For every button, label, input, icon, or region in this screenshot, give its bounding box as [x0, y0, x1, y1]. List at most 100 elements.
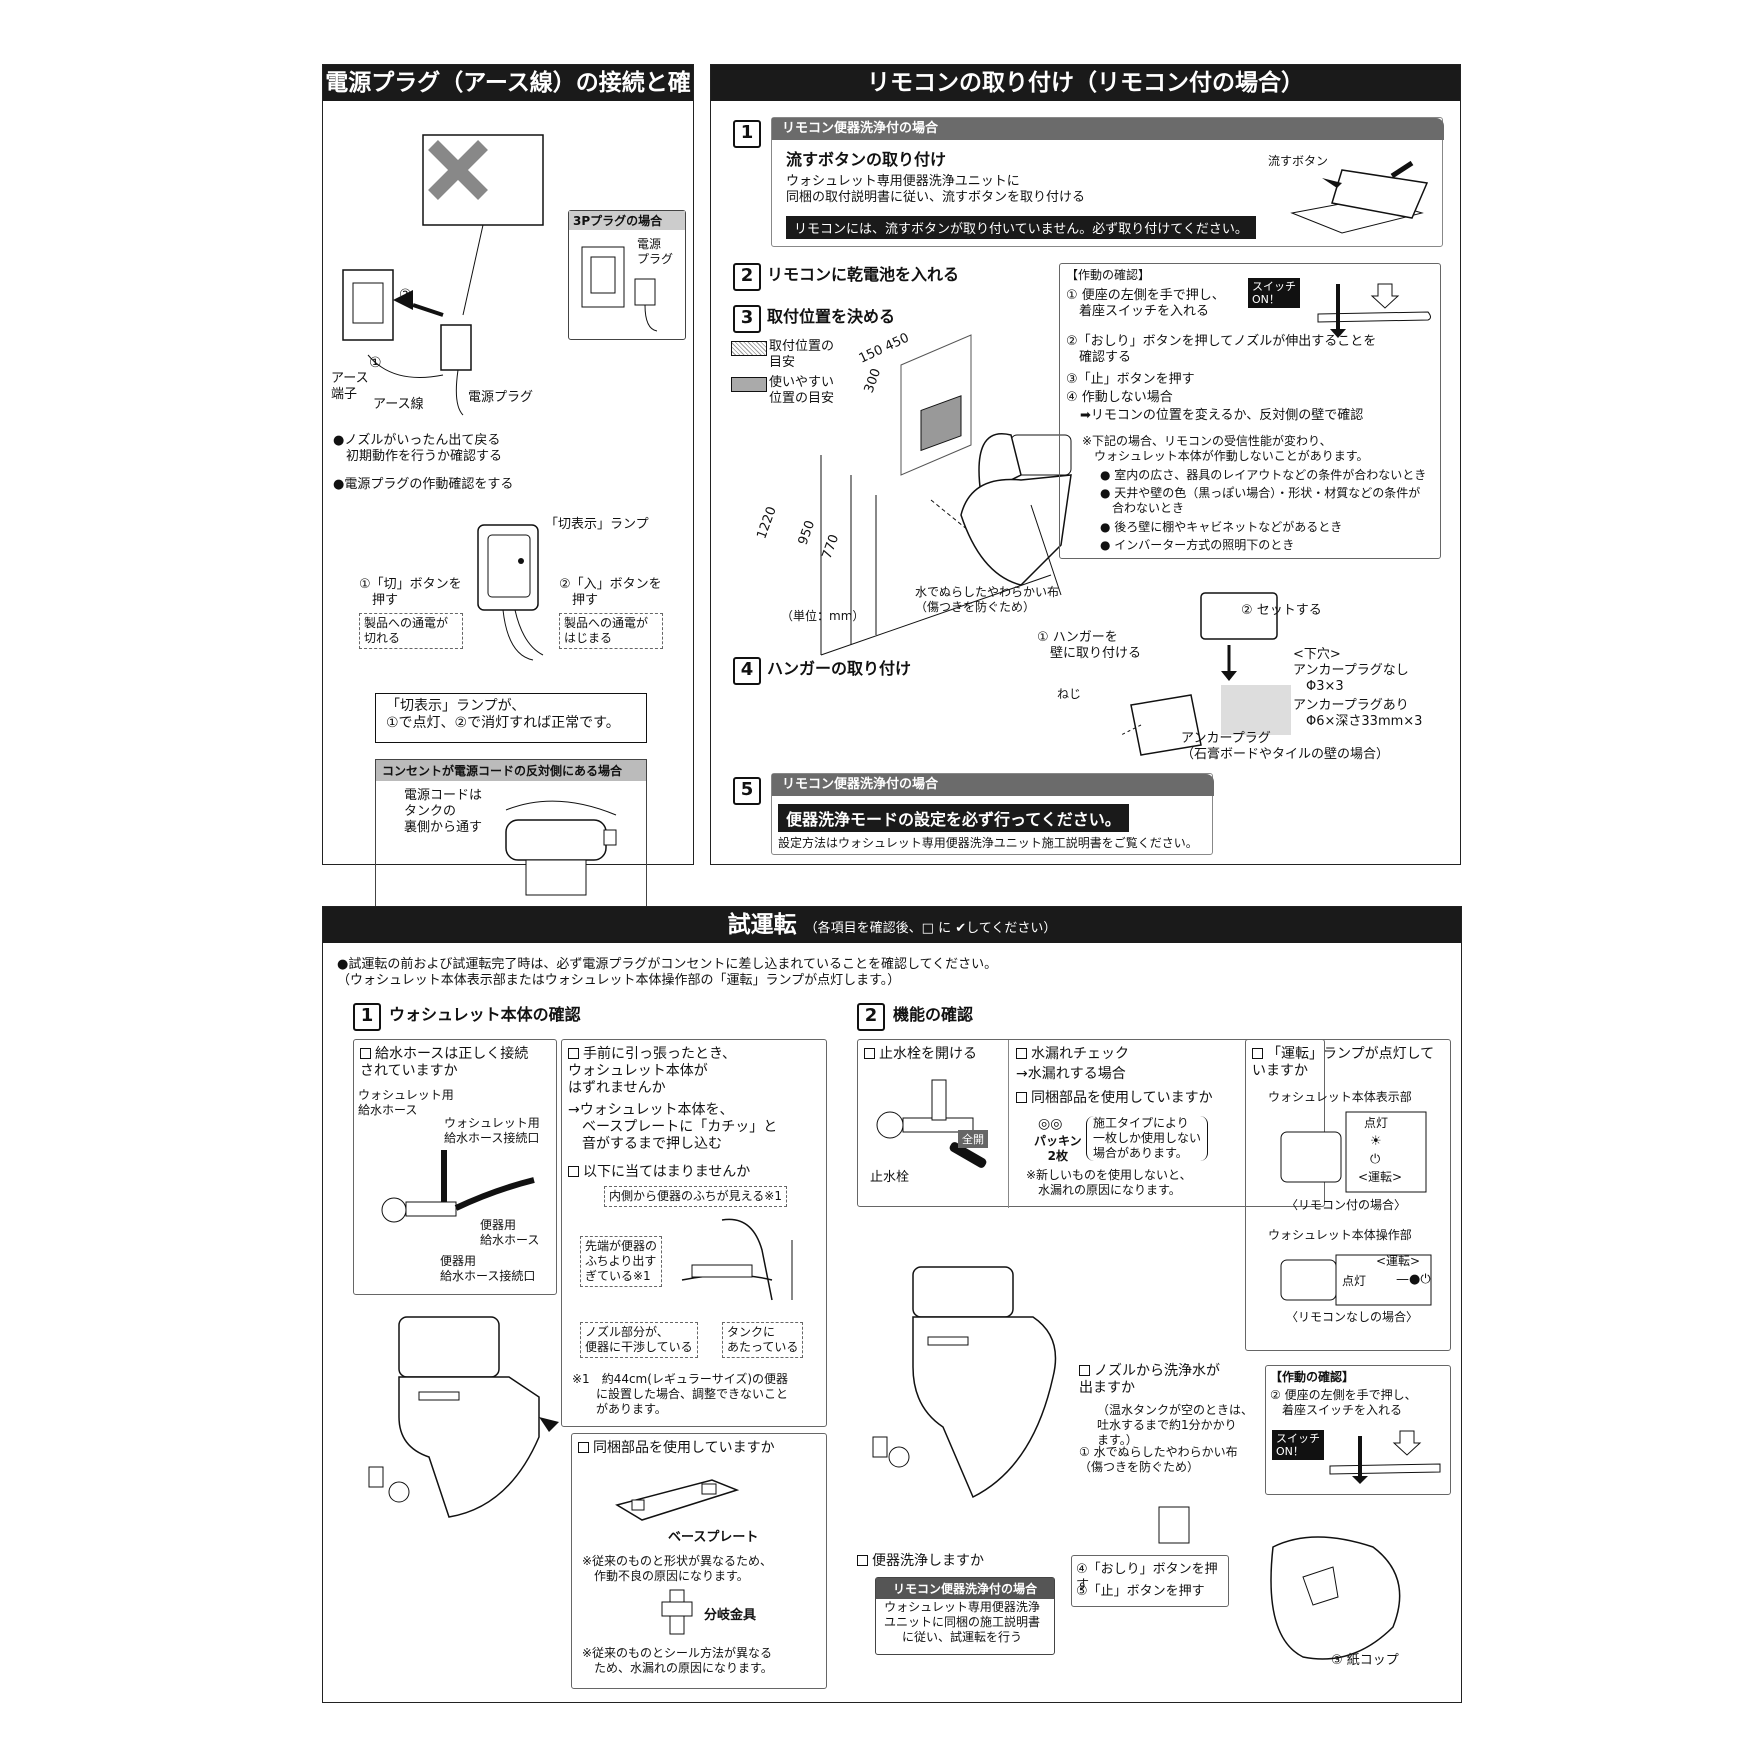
leak-question-text: 水漏れチェック [1031, 1046, 1129, 1062]
lower-hole-spec: <下穴> アンカープラグなし Φ3×3 [1293, 647, 1409, 694]
leak-check-question: 水漏れチェック [1016, 1046, 1129, 1063]
detach-question-text: 手前に引っ張ったとき、 ウォシュレット本体が はずれませんか [568, 1046, 737, 1096]
nozzle-operation-step-2: ② 便座の左側を手で押し、 着座スイッチを入れる [1270, 1388, 1417, 1417]
flush-mode-note: 設定方法はウォシュレット専用便器洗浄ユニット施工説明書をご覧ください。 [778, 836, 1198, 850]
detach-check-question: 手前に引っ張ったとき、 ウォシュレット本体が はずれませんか [568, 1046, 736, 1097]
toilet-illustration-left [368, 1316, 559, 1518]
toilet-illustration-right [872, 1266, 1057, 1499]
base-plate-label: ベースプレート [668, 1530, 759, 1545]
trial-run-panel: 試運転 （各項目を確認後、□ に ✔してください） ●試運転の前および試運転完了… [322, 906, 1462, 1703]
tank-cord-illustration [505, 800, 617, 896]
with-remote-label: 〈リモコン付の場合〉 [1286, 1198, 1407, 1212]
earth-terminal-label: アース 端子 [331, 371, 369, 402]
washlet-hose-label: ウォシュレット用 給水ホース [358, 1088, 454, 1117]
included-parts-question-2: 同梱部品を使用していますか [1016, 1090, 1213, 1107]
remote-step-2-number: 2 [733, 263, 761, 291]
plug-lamp-illustration [477, 524, 544, 661]
stop-button-step: ⑤「止」ボタンを押す [1076, 1584, 1205, 1599]
bullet-initial-operation: ●ノズルがいったん出て戻る 初期動作を行うか確認する [333, 433, 503, 464]
power-plug-label: 電源プラグ [468, 390, 534, 405]
nozzle-seat-press-illustration [1329, 1430, 1441, 1484]
screw-label: ねじ [1057, 687, 1082, 701]
branch-fitting-illustration [661, 1589, 693, 1635]
install-position-illustration [820, 334, 1052, 656]
step-2-marker: ② [399, 287, 412, 303]
display-unten-label: <運転> [1358, 1170, 1403, 1184]
reception-note: ※下記の場合、リモコンの受信性能が変わり、 ウォシュレット本体が作動しないことが… [1082, 434, 1369, 463]
remote-step-1-bar: リモコン便器洗浄付の場合 [772, 118, 1444, 140]
operation-step-2: ②「おしり」ボタンを押してノズルが伸出することを 確認する [1066, 334, 1377, 365]
nozzle-checkbox[interactable] [1079, 1365, 1090, 1376]
detach-checkbox[interactable] [568, 1048, 579, 1059]
new-parts-note: ※新しいものを使用しないと、 水漏れの原因になります。 [1026, 1168, 1192, 1197]
hanger-step-2: ② セットする [1241, 603, 1322, 618]
opposite-outlet-box: コンセントが電源コードの反対側にある場合 電源コードは タンクの 裏側から通す [375, 759, 647, 907]
remote-step-1-number: 1 [733, 120, 761, 148]
nozzle-question-text: ノズルから洗浄水が 出ますか [1079, 1363, 1220, 1396]
fit-illustration [681, 1218, 793, 1301]
valve-question: 止水栓を開ける [864, 1046, 977, 1063]
operation-unit-label: ウォシュレット本体操作部 [1268, 1228, 1412, 1242]
body-check-heading: ウォシュレット本体の確認 [389, 1005, 581, 1024]
nozzle-operation-box: 【作動の確認】 ② 便座の左側を手で押し、 着座スイッチを入れる スイッチ ON… [1265, 1365, 1451, 1495]
operation-step-3: ③「止」ボタンを押す [1066, 372, 1195, 387]
seat-press-illustration [1317, 283, 1431, 338]
display-unit-illustration [1280, 1111, 1427, 1193]
included-parts-question-text-2: 同梱部品を使用していますか [1031, 1090, 1213, 1106]
included-parts-checkbox-2[interactable] [1016, 1092, 1027, 1103]
lamp-checkbox[interactable] [1252, 1048, 1263, 1059]
leak-checkbox[interactable] [1016, 1048, 1027, 1059]
power-plug-panel: 電源プラグ（アース線）の接続と確認 ② ① アース 端子 アース線 電源プラグ … [322, 64, 694, 907]
included-parts-question-text-1: 同梱部品を使用していますか [593, 1440, 775, 1456]
branch-fitting-label: 分岐金具 [704, 1608, 757, 1623]
hanger-illustration [1120, 592, 1291, 756]
legend-install-position: 取付位置の 目安 [769, 339, 835, 370]
fit-case-2: 先端が便器の ふちより出す ぎている※1 [580, 1236, 663, 1287]
paper-cup-illustration [1158, 1506, 1401, 1660]
lamp-question-text: 「運転」ランプが点灯して いますか [1252, 1046, 1435, 1079]
trial-run-header: 試運転 （各項目を確認後、□ に ✔してください） [323, 907, 1461, 943]
remote-operation-check-box: 【作動の確認】 ① 便座の左側を手で押し、 着座スイッチを入れる ②「おしり」ボ… [1059, 263, 1441, 559]
remote-step-5-number: 5 [733, 777, 761, 805]
off-lamp-label: 「切表示」ランプ [545, 517, 649, 532]
lamp-check-question: 「運転」ランプが点灯して いますか [1252, 1046, 1434, 1080]
valve-illustration [876, 1079, 987, 1168]
outlet-illustration [342, 134, 544, 416]
operation-check-title: 【作動の確認】 [1066, 268, 1151, 282]
flush-button-text: ウォシュレット専用便器洗浄ユニットに 同梱の取付説明書に従い、流すボタンを取り付… [786, 174, 1086, 205]
nozzle-switch-on-label: スイッチ ON！ [1272, 1430, 1324, 1460]
anchor-plug-label: アンカープラグ （石膏ボードやタイルの壁の場合） [1181, 731, 1390, 762]
flush-question-text: 便器洗浄しますか [872, 1553, 984, 1569]
fit-checkbox[interactable] [568, 1166, 579, 1177]
display-unit-label: ウォシュレット本体表示部 [1268, 1090, 1412, 1104]
flush-checkbox[interactable] [857, 1555, 868, 1566]
hanger-heading: ハンガーの取り付け [767, 659, 912, 678]
legend-gray-swatch [731, 377, 767, 392]
toilet-hose-port-label: 便器用 給水ホース接続口 [440, 1254, 536, 1283]
flush-box: リモコン便器洗浄付の場合 ウォシュレット専用便器洗浄 ユニットに同梱の施工説明書… [875, 1577, 1055, 1655]
valve-divider [1008, 1040, 1009, 1208]
display-lit-icon: ☀ [1370, 1134, 1382, 1149]
operation-step-1: ① 便座の左側を手で押し、 着座スイッチを入れる [1066, 288, 1225, 319]
operation-unit-illustration [1280, 1254, 1432, 1306]
soft-cloth-note: 水でぬらしたやわらかい布 （傷つきを防ぐため） [915, 585, 1060, 614]
valve-box: 止水栓を開ける 全開 止水栓 水漏れチェック →水漏れする場合 同梱部品を使用し… [857, 1039, 1325, 1208]
power-plug-title: 電源プラグ（アース線）の接続と確認 [323, 65, 693, 132]
included-parts-checkbox-1[interactable] [578, 1442, 589, 1453]
display-lit-label: 点灯 [1364, 1116, 1389, 1130]
trial-run-subtitle: （各項目を確認後、□ に ✔してください） [804, 921, 1057, 936]
valve-label: 止水栓 [870, 1170, 910, 1185]
plug-3p-illustration [581, 246, 658, 332]
operation-step-4-action: ➡リモコンの位置を変えるか、反対側の壁で確認 [1080, 408, 1364, 423]
trial-step-1-number: 1 [353, 1003, 381, 1031]
flush-button-illustration [1290, 160, 1429, 234]
packing-icon: ◎◎ [1038, 1116, 1063, 1132]
earth-wire-label: アース線 [373, 397, 424, 412]
nozzle-operation-title: 【作動の確認】 [1270, 1370, 1355, 1384]
hose-check-question: 給水ホースは正しく接続 されていますか [360, 1046, 528, 1080]
valve-checkbox[interactable] [864, 1048, 875, 1059]
packing-note: 施工タイプにより 一枚しか使用しない 場合があります。 [1086, 1116, 1209, 1161]
detach-check-answer: →ウォシュレット本体を、 ベースプレートに「カチッ」と 音がするまで押し込む [568, 1102, 778, 1152]
display-power-icon: ⏻ [1370, 1152, 1381, 1167]
hose-checkbox[interactable] [360, 1048, 371, 1059]
